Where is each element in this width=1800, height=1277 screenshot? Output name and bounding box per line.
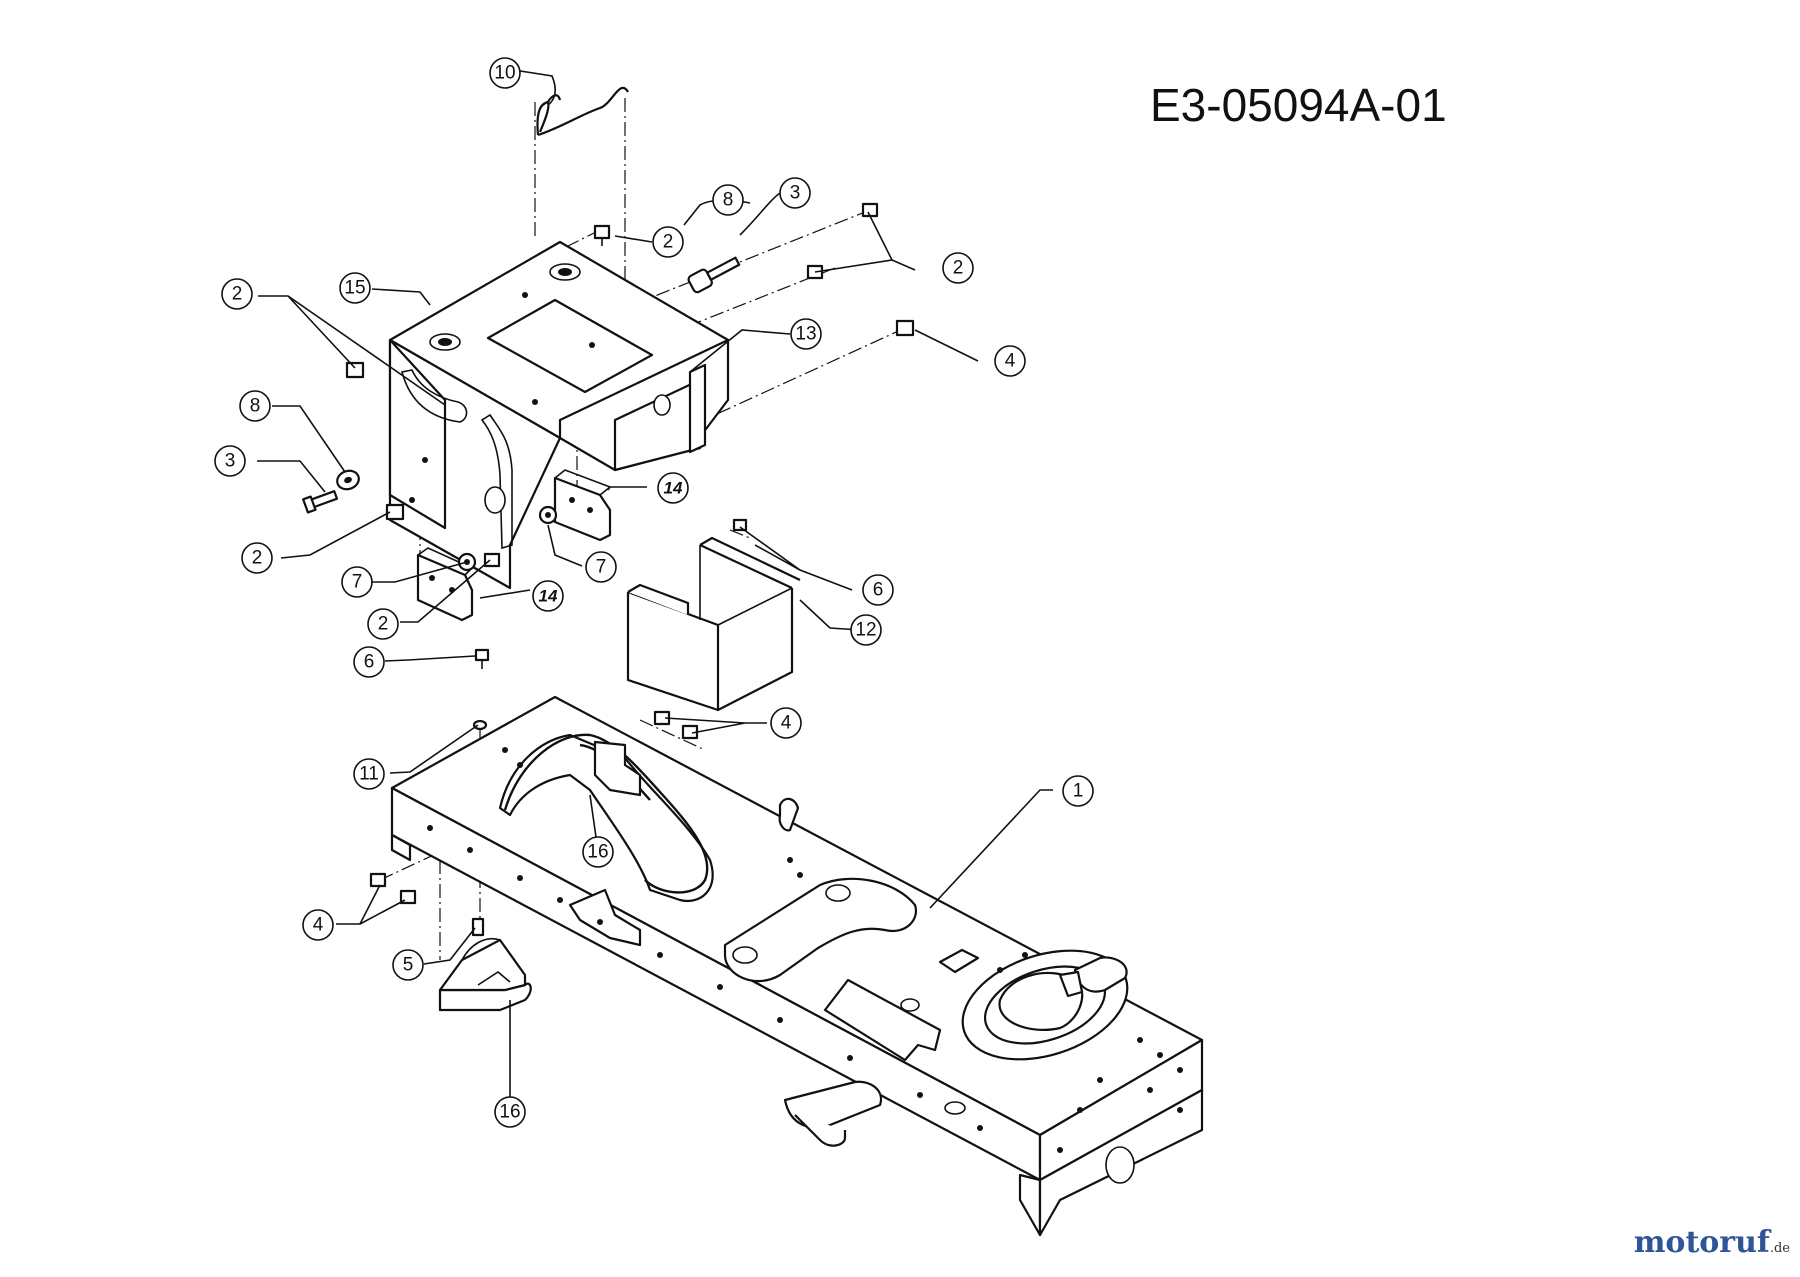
- svg-text:7: 7: [596, 557, 607, 578]
- svg-text:2: 2: [232, 284, 243, 305]
- callout-16-upper: 16: [582, 836, 614, 868]
- callout-2-lower-left: 2: [241, 542, 273, 574]
- part-16-lower-pan: [438, 938, 532, 1012]
- svg-text:8: 8: [723, 190, 734, 211]
- callout-10-left: 8: [239, 390, 271, 422]
- part-13-plate: [688, 363, 707, 454]
- svg-text:12: 12: [855, 620, 876, 641]
- svg-text:1: 1: [1073, 781, 1084, 802]
- callout-6-left: 6: [353, 646, 385, 678]
- callout-13: 13: [790, 318, 822, 350]
- svg-text:4: 4: [781, 713, 792, 734]
- svg-text:5: 5: [403, 955, 414, 976]
- brand-logo-text: motoruf: [1633, 1225, 1770, 1260]
- svg-text:3: 3: [790, 183, 801, 204]
- callout-3-left: 3: [214, 445, 246, 477]
- callout-5: 5: [392, 949, 424, 981]
- callout-8: 11: [353, 758, 385, 790]
- svg-text:6: 6: [873, 580, 884, 601]
- diagram-code: E3-05094A-01: [1150, 79, 1447, 131]
- svg-text:8: 8: [250, 396, 261, 417]
- callout-16-lower: 16: [494, 1096, 526, 1128]
- callout-1: 1: [1062, 775, 1094, 807]
- svg-text:7: 7: [352, 572, 363, 593]
- svg-text:16: 16: [587, 842, 608, 863]
- svg-text:15: 15: [344, 278, 365, 299]
- fasteners: [302, 202, 915, 937]
- callout-3-top: 3: [779, 177, 811, 209]
- svg-text:14: 14: [539, 587, 558, 606]
- callout-2-top: 2: [652, 226, 684, 258]
- callout-11: 10: [489, 57, 521, 89]
- svg-text:6: 6: [364, 652, 375, 673]
- callout-4-mid: 4: [770, 707, 802, 739]
- brand-logo-tld: .de: [1769, 1241, 1790, 1256]
- svg-text:3: 3: [225, 451, 236, 472]
- callout-4-right: 4: [994, 345, 1026, 377]
- svg-text:11: 11: [359, 764, 379, 785]
- callout-2-left: 2: [221, 278, 253, 310]
- svg-text:14: 14: [664, 479, 683, 498]
- svg-text:4: 4: [313, 915, 324, 936]
- svg-text:16: 16: [499, 1102, 520, 1123]
- callout-6-right: 6: [862, 574, 894, 606]
- svg-text:10: 10: [494, 63, 515, 84]
- callout-10-top: 8: [712, 184, 744, 216]
- leader-lines: [257, 69, 1053, 1110]
- part-12-channel: [626, 536, 801, 712]
- svg-text:13: 13: [795, 324, 816, 345]
- callout-7-right: 7: [585, 551, 617, 583]
- callout-4-left: 4: [302, 909, 334, 941]
- svg-text:2: 2: [953, 258, 964, 279]
- callout-7-left: 7: [341, 566, 373, 598]
- callout-2-mid: 2: [367, 608, 399, 640]
- callout-14-upper: 14: [657, 472, 689, 504]
- svg-text:2: 2: [663, 232, 674, 253]
- svg-text:4: 4: [1005, 351, 1016, 372]
- part-11-wire: [536, 86, 629, 137]
- brand-logo: motoruf.de: [1634, 1225, 1790, 1260]
- part-1-main-frame: [390, 695, 1204, 1237]
- svg-text:2: 2: [252, 548, 263, 569]
- callout-15: 15: [339, 272, 371, 304]
- callout-12: 12: [850, 614, 882, 646]
- svg-text:2: 2: [378, 614, 389, 635]
- part-15-seat-bracket: [388, 240, 730, 590]
- callout-bubbles: 10 8 3 2 2 4 13 15 2 8 3 2 7 2 14 14 7 6…: [214, 57, 1094, 1128]
- callout-14-lower: 14: [532, 580, 564, 612]
- callout-2-right: 2: [942, 252, 974, 284]
